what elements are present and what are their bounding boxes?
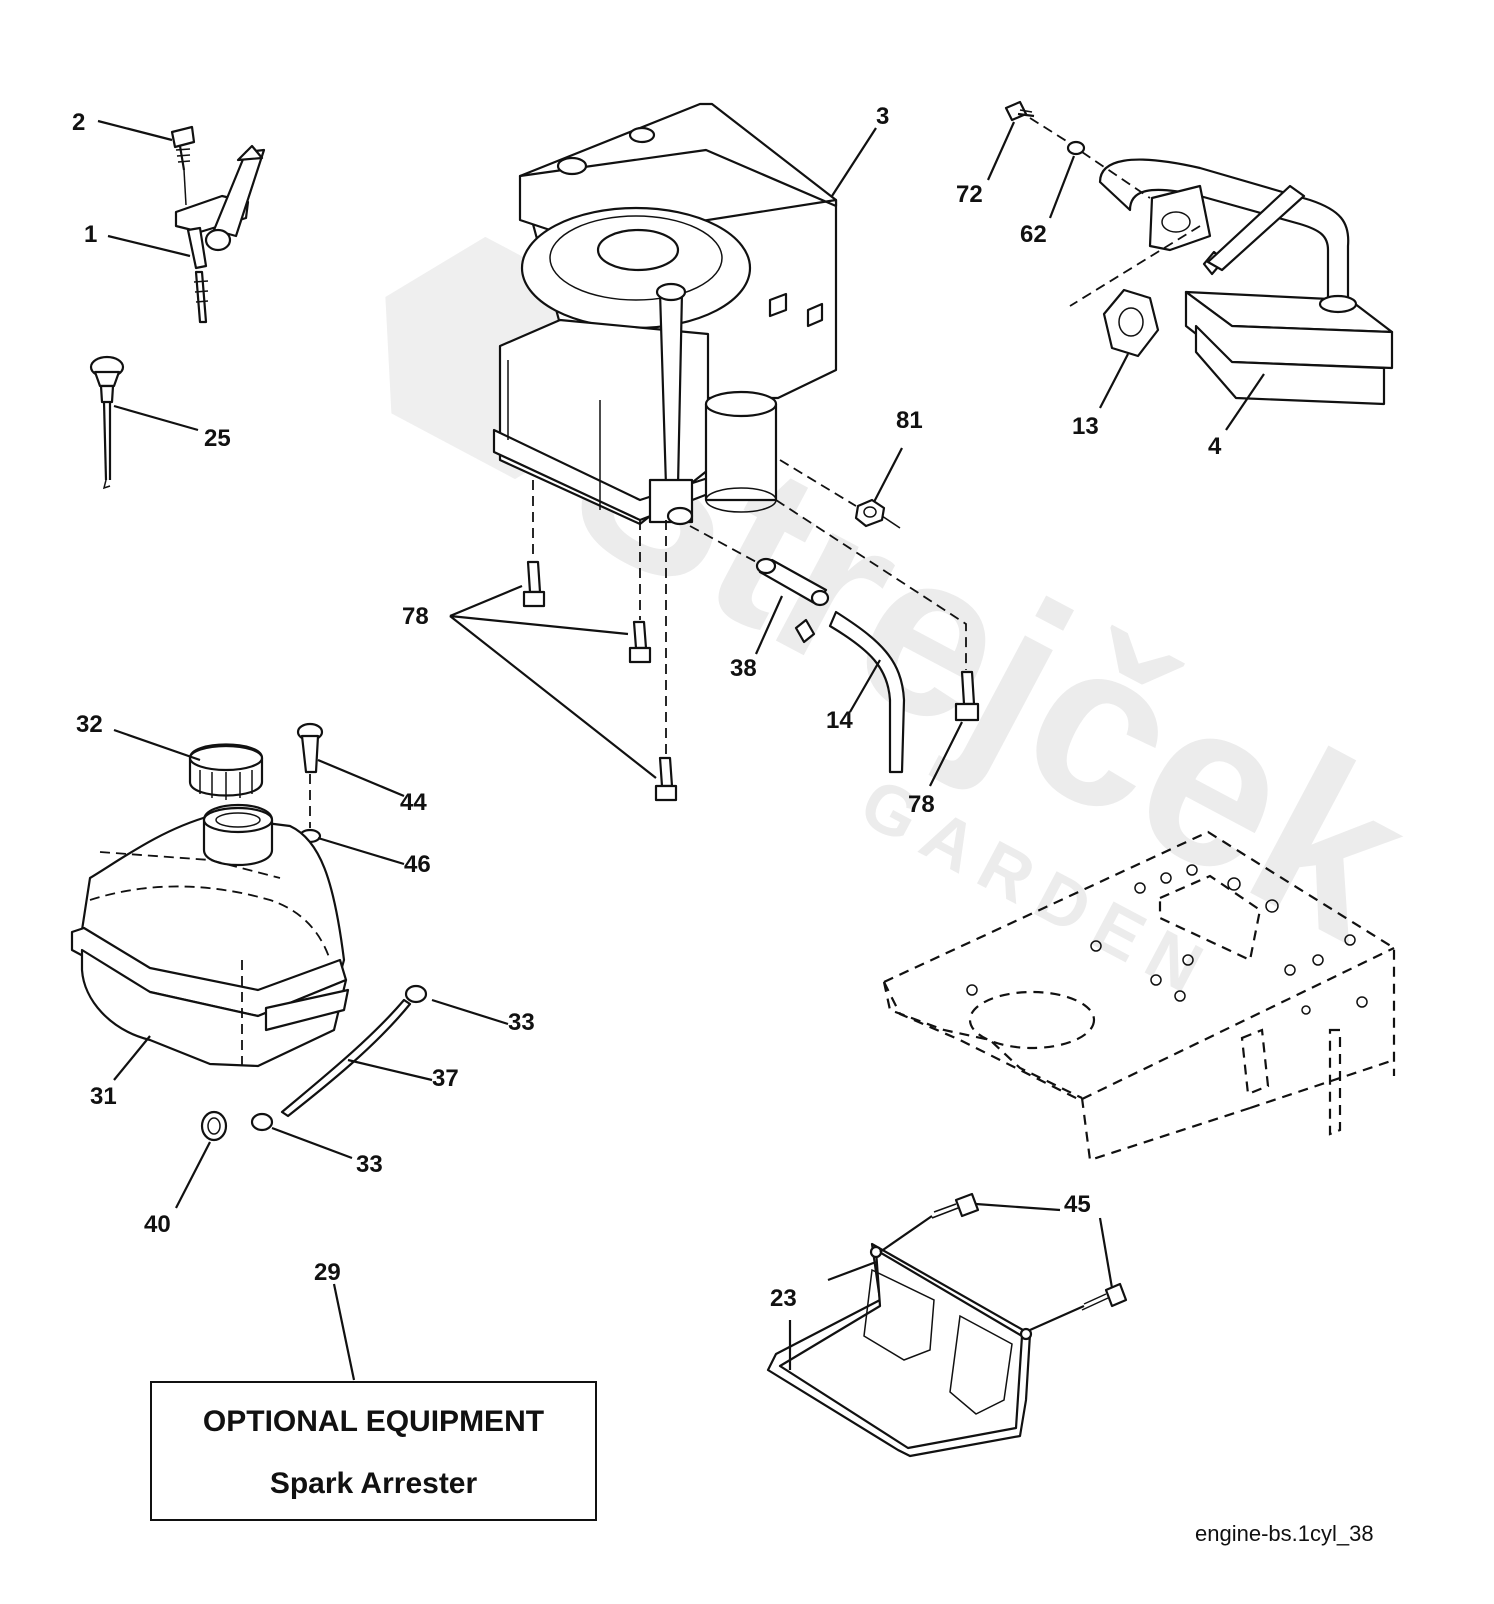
optional-equipment-box: OPTIONAL EQUIPMENT Spark Arrester	[150, 1381, 597, 1521]
callout-2: 2	[72, 109, 85, 136]
callout-38: 38	[730, 655, 757, 682]
callout-33-lower: 33	[356, 1151, 383, 1178]
callout-46: 46	[404, 851, 431, 878]
callout-40: 40	[144, 1211, 171, 1238]
figure-id: engine-bs.1cyl_38	[1195, 1521, 1374, 1546]
callout-62: 62	[1020, 221, 1047, 248]
fuel-line-part	[828, 610, 906, 774]
fuel-filter-part	[755, 557, 830, 644]
callout-81: 81	[896, 407, 923, 434]
throttle-control-part	[170, 125, 266, 324]
callout-4: 4	[1208, 433, 1222, 460]
callout-23: 23	[770, 1285, 797, 1312]
fuel-hose-part	[250, 984, 428, 1132]
frame-holes	[966, 864, 1368, 1015]
engine-part	[492, 102, 838, 526]
callout-44: 44	[400, 789, 427, 816]
nut-part	[854, 498, 886, 528]
callout-33-upper: 33	[508, 1009, 535, 1036]
callout-78-left: 78	[402, 603, 429, 630]
callout-25: 25	[204, 425, 231, 452]
grommet-part	[200, 1110, 228, 1142]
spark-arrester-label: Spark Arrester	[269, 1467, 478, 1500]
callout-31: 31	[90, 1083, 117, 1110]
callout-29: 29	[314, 1259, 341, 1286]
callout-3: 3	[876, 103, 889, 130]
callout-37: 37	[432, 1065, 459, 1092]
dipstick-part	[89, 355, 125, 490]
optional-equipment-title: OPTIONAL EQUIPMENT	[202, 1405, 545, 1438]
callout-32: 32	[76, 711, 103, 738]
muffler-part	[1004, 100, 1394, 406]
callout-14: 14	[826, 707, 853, 734]
heat-shield-part	[766, 1192, 1128, 1458]
fuel-tank-part	[70, 804, 350, 1068]
callout-1: 1	[84, 221, 97, 248]
chassis-frame	[882, 830, 1396, 1162]
callout-13: 13	[1072, 413, 1099, 440]
bolts-part	[522, 560, 980, 802]
fuel-cap-part	[188, 743, 264, 800]
callout-45: 45	[1064, 1191, 1091, 1218]
callout-78-right: 78	[908, 791, 935, 818]
callout-72: 72	[956, 181, 983, 208]
